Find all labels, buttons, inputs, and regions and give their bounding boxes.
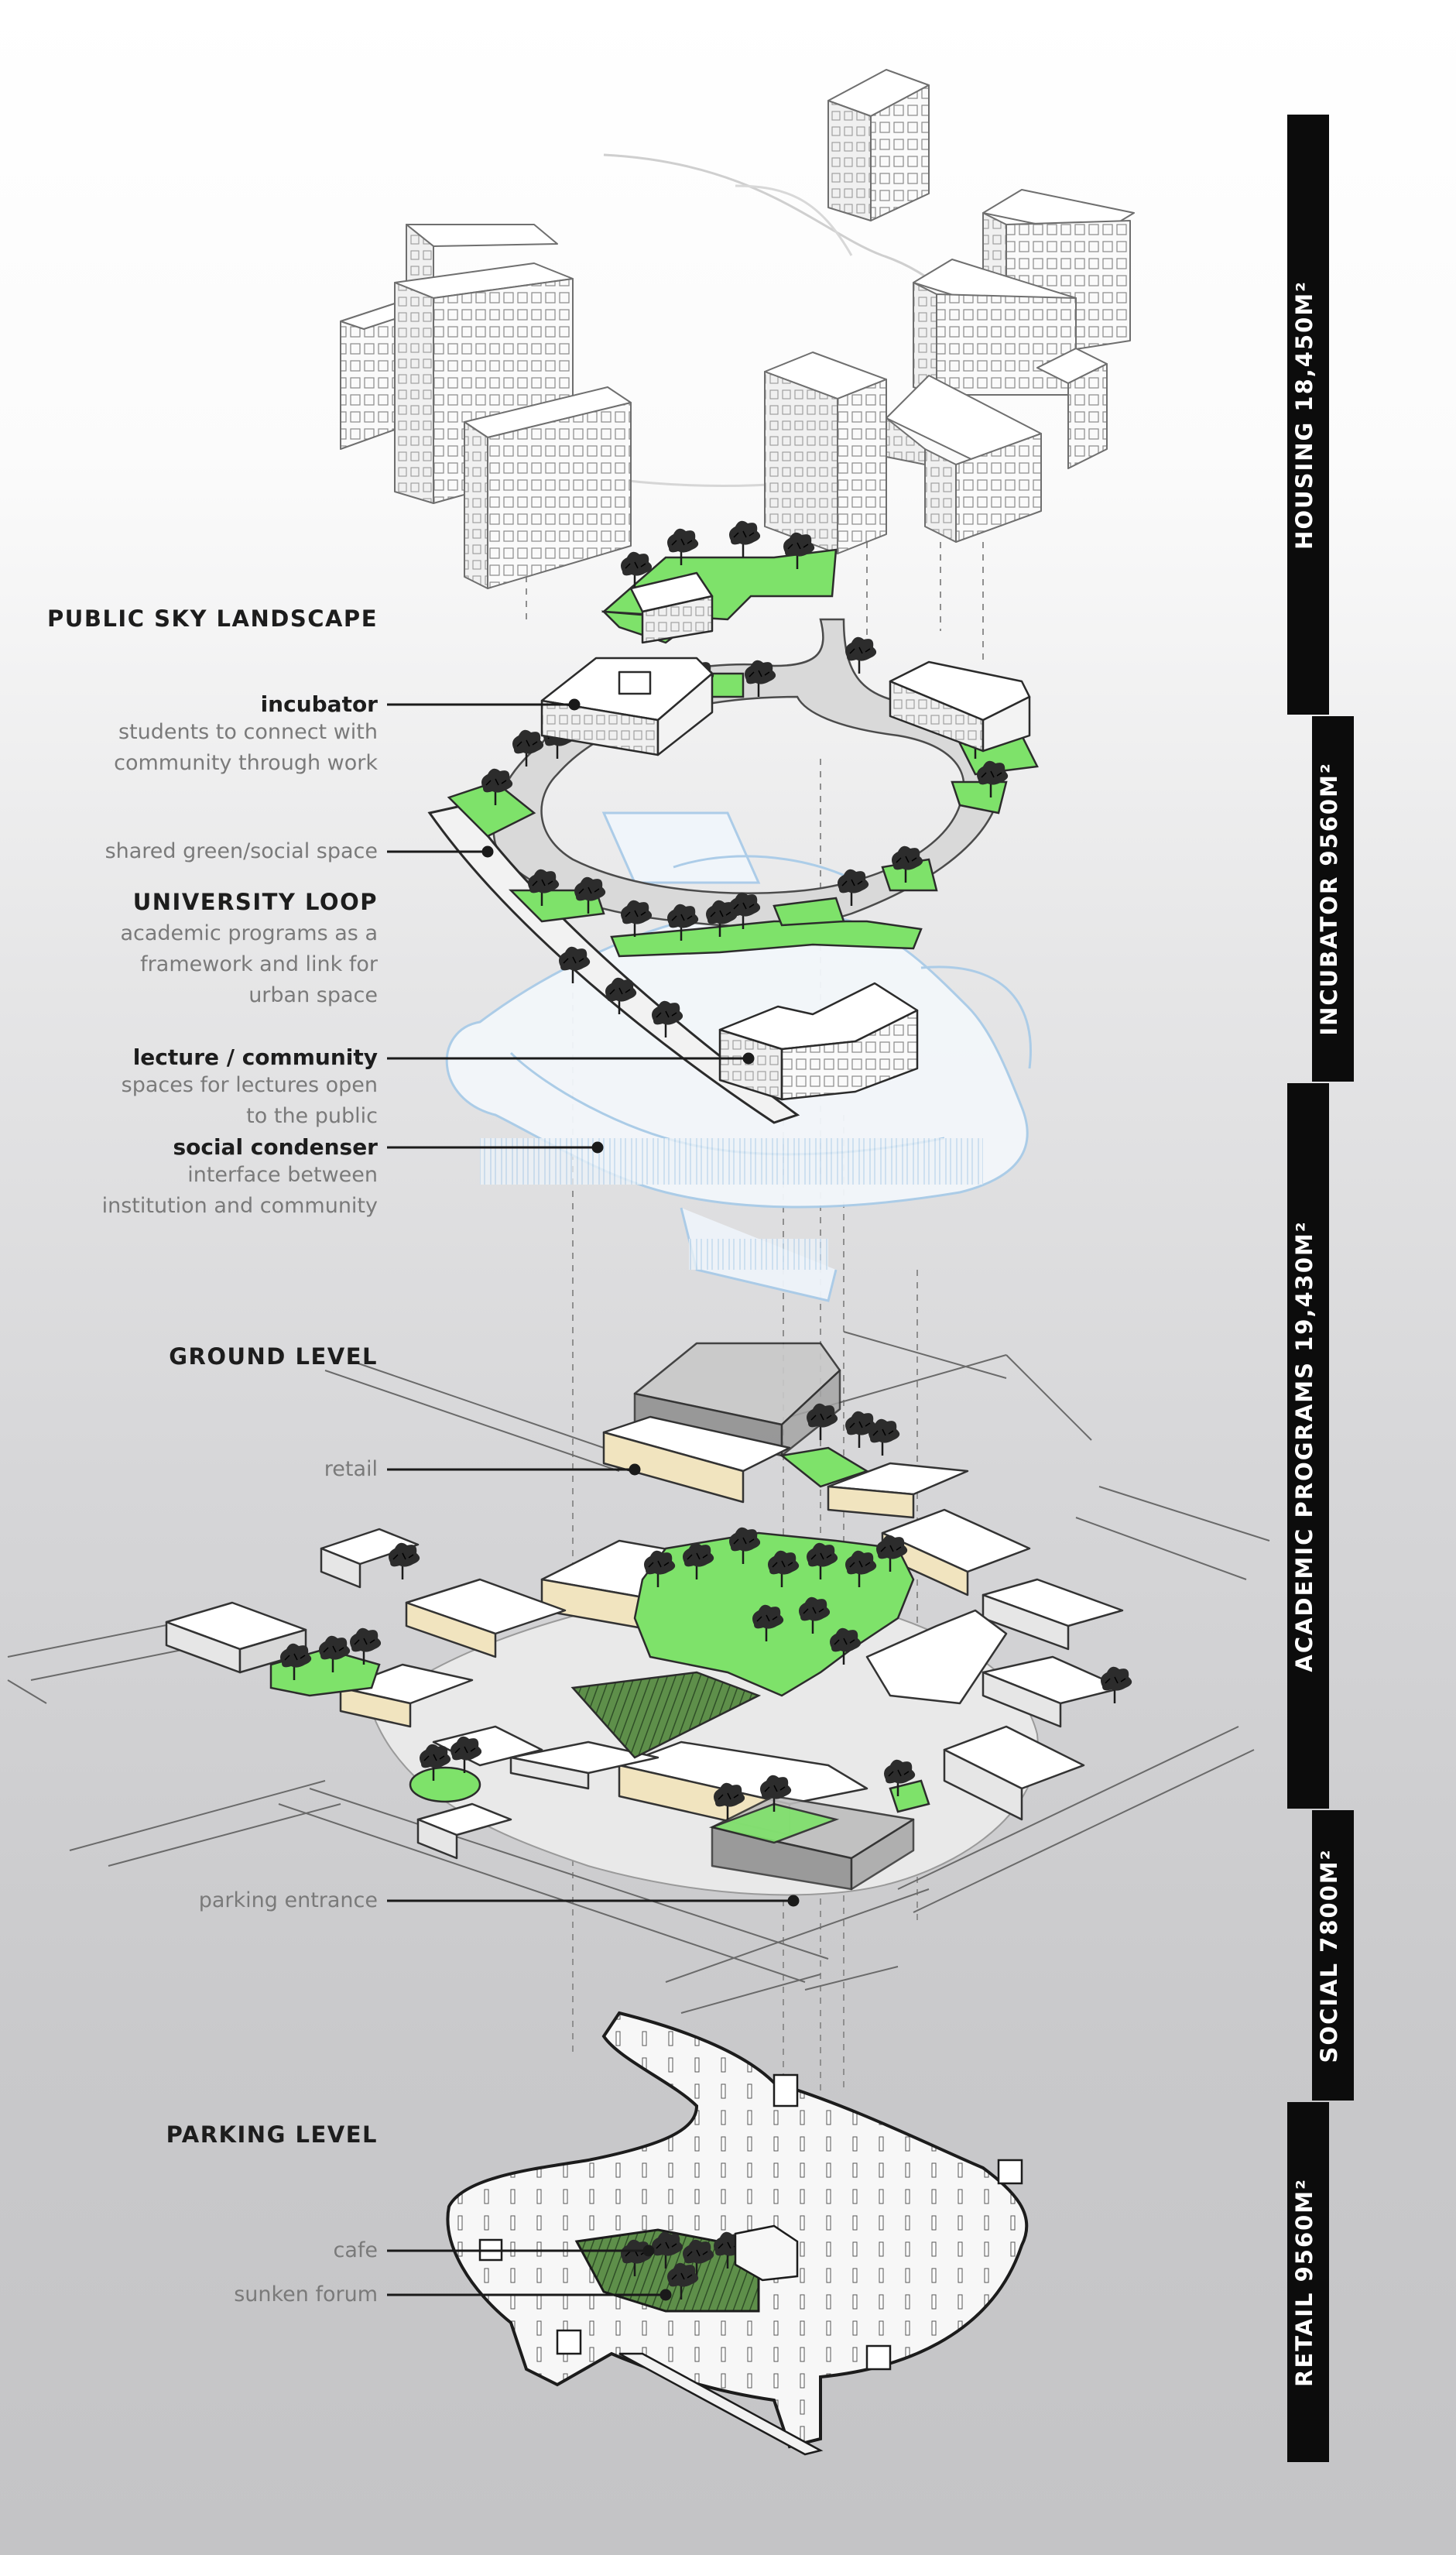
level-title-ground: GROUND LEVEL bbox=[169, 1343, 378, 1370]
lecture-line-1: spaces for lectures open bbox=[122, 1070, 378, 1101]
annotation-cafe: cafe bbox=[333, 2235, 378, 2266]
vertical-connector-lines bbox=[526, 526, 983, 2152]
university-description: academic programs as a framework and lin… bbox=[120, 918, 378, 1011]
program-bar-social: SOCIAL 7800M² bbox=[1312, 1810, 1346, 2101]
social-line-1: interface between bbox=[102, 1160, 378, 1191]
incubator-description: students to connect with community throu… bbox=[114, 717, 378, 779]
lecture-line-2: to the public bbox=[122, 1101, 378, 1132]
program-bar-retail-label: RETAIL 9560M² bbox=[1291, 2178, 1317, 2387]
level-title-sky: PUBLIC SKY LANDSCAPE bbox=[47, 605, 378, 632]
annotation-sunken-forum: sunken forum bbox=[234, 2279, 378, 2310]
lecture-description: spaces for lectures open to the public bbox=[122, 1070, 378, 1132]
annotation-shared-green: shared green/social space bbox=[105, 836, 378, 867]
incubator-line-1: students to connect with bbox=[114, 717, 378, 748]
annotation-lecture-community: lecture / community spaces for lectures … bbox=[122, 1044, 378, 1132]
annotation-university-loop: UNIVERSITY LOOP academic programs as a f… bbox=[120, 889, 378, 1011]
social-line-2: institution and community bbox=[102, 1191, 378, 1222]
parking-slab bbox=[447, 2013, 1026, 2447]
annotation-incubator: incubator students to connect with commu… bbox=[114, 691, 378, 779]
level-title-parking: PARKING LEVEL bbox=[166, 2121, 378, 2148]
university-line-1: academic programs as a bbox=[120, 918, 378, 949]
program-bar-incubator: INCUBATOR 9560M² bbox=[1312, 716, 1346, 1082]
program-bar-housing: HOUSING 18,450M² bbox=[1287, 115, 1321, 715]
ground-level bbox=[8, 1332, 1269, 2013]
social-title: social condenser bbox=[102, 1134, 378, 1160]
annotation-social-condenser: social condenser interface between insti… bbox=[102, 1134, 378, 1222]
sky-landscape-level bbox=[430, 521, 1037, 1301]
university-line-2: framework and link for bbox=[120, 949, 378, 980]
social-description: interface between institution and commun… bbox=[102, 1160, 378, 1222]
annotation-parking-entrance: parking entrance bbox=[199, 1885, 378, 1916]
program-bar-academic: ACADEMIC PROGRAMS 19,430M² bbox=[1287, 1083, 1321, 1809]
housing-towers bbox=[341, 70, 1134, 588]
parking-level bbox=[447, 2013, 1026, 2454]
level-title-university: UNIVERSITY LOOP bbox=[120, 889, 378, 915]
program-bar-academic-label: ACADEMIC PROGRAMS 19,430M² bbox=[1291, 1220, 1317, 1672]
program-bar-social-label: SOCIAL 7800M² bbox=[1316, 1848, 1342, 2063]
incubator-line-2: community through work bbox=[114, 748, 378, 779]
program-bar-retail: RETAIL 9560M² bbox=[1287, 2102, 1321, 2462]
program-bar-housing-label: HOUSING 18,450M² bbox=[1291, 280, 1317, 550]
annotation-retail: retail bbox=[324, 1454, 378, 1485]
incubator-title: incubator bbox=[114, 691, 378, 717]
lecture-title: lecture / community bbox=[122, 1044, 378, 1070]
program-bar-incubator-label: INCUBATOR 9560M² bbox=[1316, 762, 1342, 1035]
incubator-buildings bbox=[542, 573, 1029, 755]
university-line-3: urban space bbox=[120, 980, 378, 1011]
